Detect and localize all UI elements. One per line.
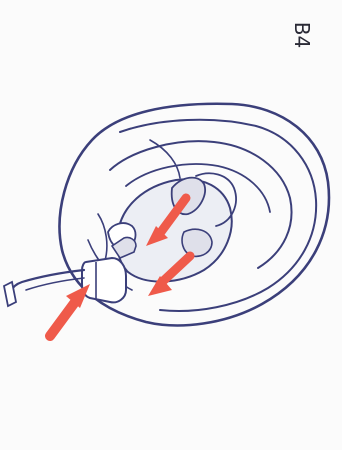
earpiece-cable-inner (26, 278, 84, 290)
earpiece-body (82, 258, 126, 302)
inner-fold-1 (98, 214, 107, 264)
antitragus-shading (182, 229, 212, 256)
arrow-lower (50, 284, 90, 336)
